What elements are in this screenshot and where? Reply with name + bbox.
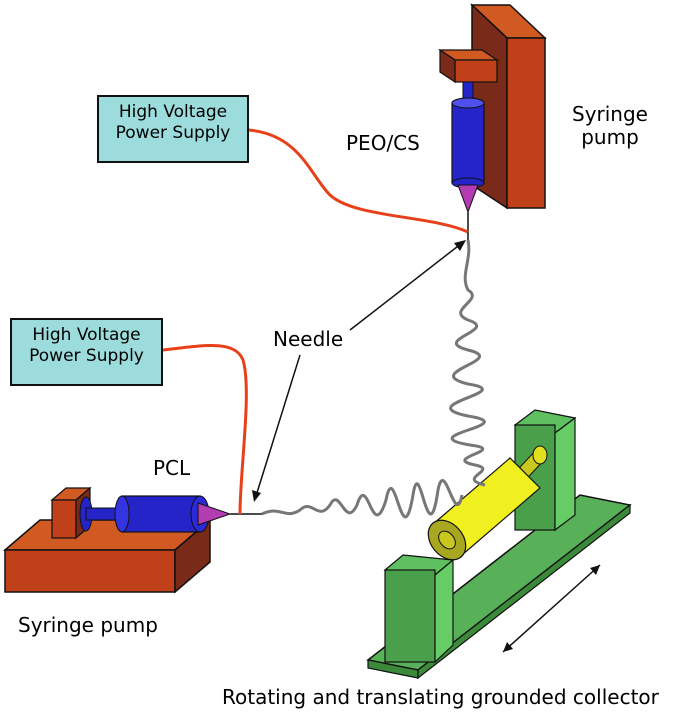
hv-top-line2: Power Supply: [115, 123, 231, 144]
syringe-peo-cs: [451, 81, 485, 240]
grounded-collector: [366, 409, 632, 680]
syringe-pump-right-line2: pump: [581, 125, 639, 149]
collector-label: Rotating and translating grounded collec…: [222, 685, 659, 709]
needle-label: Needle: [273, 327, 344, 351]
syringe-pump-left: [2, 486, 213, 594]
fiber-jets: [261, 239, 486, 519]
fiber-jet-vertical: [449, 239, 486, 487]
high-voltage-supply-top: High Voltage Power Supply: [97, 95, 249, 163]
fiber-jet-horizontal: [261, 479, 464, 519]
high-voltage-supply-left: High Voltage Power Supply: [10, 318, 163, 386]
needle-pointer-arrows: [252, 240, 466, 502]
syringe-pump-left-label: Syringe pump: [18, 613, 158, 637]
high-voltage-wires: [162, 128, 469, 515]
hv-left-line1: High Voltage: [32, 325, 141, 345]
syringe-pump-right-label: Syringe pump: [560, 103, 660, 149]
pcl-label: PCL: [153, 456, 191, 480]
syringe-pump-right-line1: Syringe: [572, 102, 648, 126]
hv-left-line2: Power Supply: [29, 346, 144, 367]
peo-cs-label: PEO/CS: [346, 131, 420, 155]
hv-top-line1: High Voltage: [118, 102, 228, 122]
syringe-pcl: [79, 495, 262, 533]
